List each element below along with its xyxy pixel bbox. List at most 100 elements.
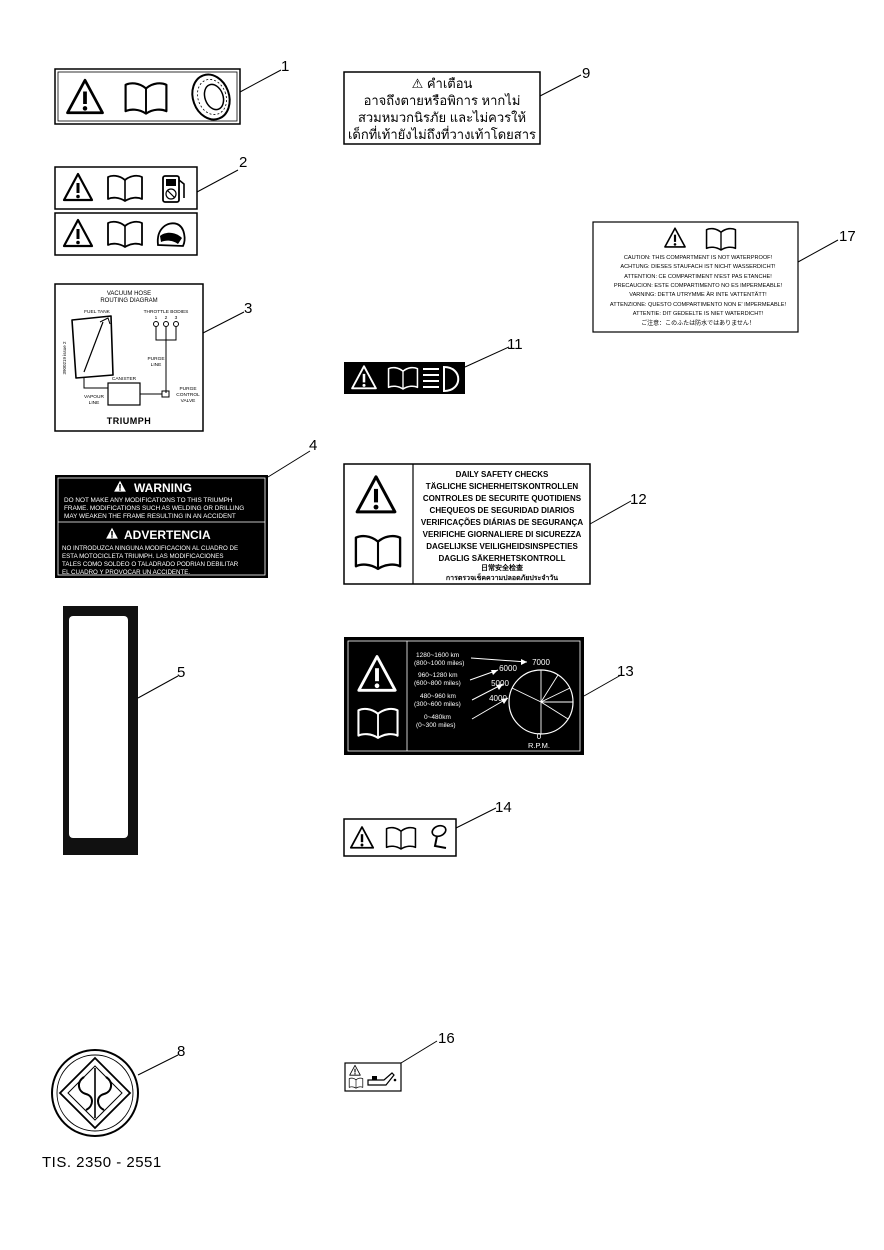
d3-part-number: 3900219 issue 2	[62, 341, 67, 375]
d12-line-9: 日常安全检查	[481, 563, 524, 572]
d12-line-8: DAGLIG SÄKERHETSKONTROLL	[438, 554, 565, 563]
callout-8: 8	[177, 1043, 185, 1060]
decal-4-frame-warning: WARNING DO NOT MAKE ANY MODIFICATIONS TO…	[55, 475, 268, 578]
manual-book-icon	[107, 174, 143, 202]
callout-1: 1	[281, 58, 289, 75]
decal-5-frame-border	[63, 606, 138, 855]
d3-tb-2: 2	[165, 315, 168, 321]
leader-9	[539, 74, 582, 97]
d13-range-4-miles: (0~300 miles)	[416, 722, 456, 729]
callout-17: 17	[839, 228, 856, 245]
decal-12-daily-checks: DAILY SAFETY CHECKS TÄGLICHE SICHERHEITS…	[343, 463, 591, 585]
manual-book-icon	[385, 826, 417, 850]
d3-pcv-2: CONTROL	[176, 392, 200, 398]
warning-triangle-icon	[349, 826, 375, 849]
callout-11: 11	[507, 336, 523, 353]
d12-line-10: การตรวจเช็คความปลอดภัยประจำวัน	[446, 573, 558, 582]
d13-range-1-km: 1280~1600 km	[416, 652, 459, 659]
d13-range-3-miles: (300~600 miles)	[414, 701, 461, 708]
d4-warning-line-2: FRAME. MODIFICATIONS SUCH AS WELDING OR …	[64, 505, 244, 512]
d4-warning-title: WARNING	[134, 481, 192, 495]
decal-3-vacuum-hose: VACUUM HOSE ROUTING DIAGRAM FUEL TANK TH…	[54, 283, 204, 432]
callout-4: 4	[309, 437, 317, 454]
decal-16-oil	[344, 1062, 402, 1092]
warning-triangle-icon	[66, 78, 104, 115]
d4-warning-line-1: DO NOT MAKE ANY MODIFICATIONS TO THIS TR…	[64, 497, 233, 504]
d12-line-7: DAGELIJKSE VEILIGHEIDSINSPECTIES	[426, 542, 578, 551]
callout-3: 3	[244, 300, 252, 317]
d12-line-4: CHEQUEOS DE SEGURIDAD DIARIOS	[430, 506, 576, 515]
callout-5: 5	[177, 664, 185, 681]
d13-rpm-6000: 6000	[499, 664, 517, 673]
d12-line-5: VERIFICAÇÕES DIÁRIAS DE SEGURANÇA	[421, 518, 583, 527]
warning-triangle-icon	[106, 527, 118, 539]
headlight-icon	[423, 365, 460, 393]
d13-rpm-7000: 7000	[532, 658, 550, 667]
d4-adv-line-4: EL CUADRO Y PROVOCAR UN ACCIDENTE.	[62, 569, 190, 576]
d4-warning-line-3: MAY WEAKEN THE FRAME RESULTING IN AN ACC…	[64, 513, 236, 520]
d3-tb-1: 1	[155, 315, 158, 321]
warning-triangle-icon	[349, 1064, 361, 1076]
d3-purge-line-1: PURGE	[147, 356, 164, 362]
d17-line-3: ATTENTION: CE COMPARTIMENT N'EST PAS ETA…	[624, 274, 772, 280]
d4-advertencia-title: ADVERTENCIA	[124, 528, 211, 542]
callout-2: 2	[239, 154, 247, 171]
leader-16	[400, 1040, 438, 1064]
leader-8	[137, 1054, 179, 1076]
d3-throttle-bodies: THROTTLE BODIES	[144, 309, 189, 315]
oil-can-icon	[367, 1072, 397, 1086]
tyre-icon	[191, 73, 231, 121]
d9-line-3: สวมหมวกนิรภัย และไม่ควรให้	[358, 110, 526, 125]
callout-16: 16	[438, 1030, 455, 1047]
d12-line-1: DAILY SAFETY CHECKS	[456, 470, 549, 479]
callout-12: 12	[630, 491, 647, 508]
fuel-pump-icon	[162, 175, 185, 203]
d3-pcv-3: VALVE	[181, 398, 196, 404]
leader-11	[464, 346, 510, 368]
decal-1	[54, 68, 241, 125]
d3-title-2: ROUTING DIAGRAM	[100, 298, 157, 304]
leader-12	[589, 500, 632, 525]
decal-9-thai-warning: ⚠ คำเตือน อาจถึงตายหรือพิการ หากไม่ สวมห…	[343, 71, 541, 145]
d17-line-8: ご注意：このふたは防水ではありません！	[641, 319, 755, 327]
warning-triangle-icon	[62, 172, 94, 202]
decal-17-compartment: CAUTION: THIS COMPARTMENT IS NOT WATERPR…	[592, 221, 799, 333]
d3-vapour-2: LINE	[89, 400, 100, 406]
d13-rpm-label: R.P.M.	[528, 741, 550, 750]
d3-title-1: VACUUM HOSE	[107, 291, 151, 297]
leader-1	[239, 69, 282, 93]
d3-tb-3: 3	[175, 315, 178, 321]
d3-canister: CANISTER	[112, 376, 137, 382]
d13-rpm-4000: 4000	[489, 694, 507, 703]
leader-4	[267, 450, 311, 478]
callout-13: 13	[617, 663, 634, 680]
manual-book-icon	[107, 220, 143, 248]
manual-book-icon	[354, 534, 402, 571]
tis-reference: TIS. 2350 - 2551	[42, 1154, 162, 1171]
d13-rpm-0: 0	[537, 732, 542, 741]
warning-triangle-icon	[114, 480, 126, 492]
d17-line-1: CAUTION: THIS COMPARTMENT IS NOT WATERPR…	[624, 255, 773, 261]
d4-adv-line-1: NO INTRODUZCA NINGUNA MODIFICACION AL CU…	[62, 545, 238, 552]
manual-book-icon	[124, 82, 168, 115]
d12-line-3: CONTROLES DE SECURITE QUOTIDIENS	[423, 494, 582, 503]
d3-vapour-1: VAPOUR	[84, 394, 104, 400]
helmet-icon	[156, 222, 186, 247]
warning-triangle-icon	[62, 218, 94, 248]
leader-lines	[137, 69, 839, 1076]
triumph-logo: TRIUMPH	[107, 416, 152, 426]
leader-17	[797, 239, 839, 263]
d17-line-2: ACHTUNG: DIESES STAUFACH IST NICHT WASSE…	[620, 264, 776, 270]
decal-2-helmet	[54, 212, 198, 256]
decal-2-fuel	[54, 166, 198, 210]
d9-line-4: เด็กที่เท้ายังไม่ถึงที่วางเท้าโดยสาร	[348, 125, 536, 142]
d17-line-7: ATTENTIE: DIT GEDEELTE IS NIET WATERDICH…	[633, 311, 764, 317]
d12-line-2: TÄGLICHE SICHERHEITSKONTROLLEN	[426, 482, 579, 491]
d12-line-6: VERIFICHE GIORNALIERE DI SICUREZZA	[423, 530, 582, 539]
callout-14: 14	[495, 799, 512, 816]
leader-3	[202, 311, 245, 334]
decal-8-round-emblem	[51, 1049, 139, 1137]
decal-13-running-in: 1280~1600 km (800~1000 miles) 960~1280 k…	[344, 637, 584, 755]
d13-range-2-miles: (600~800 miles)	[414, 680, 461, 687]
mirror-icon	[431, 824, 447, 849]
